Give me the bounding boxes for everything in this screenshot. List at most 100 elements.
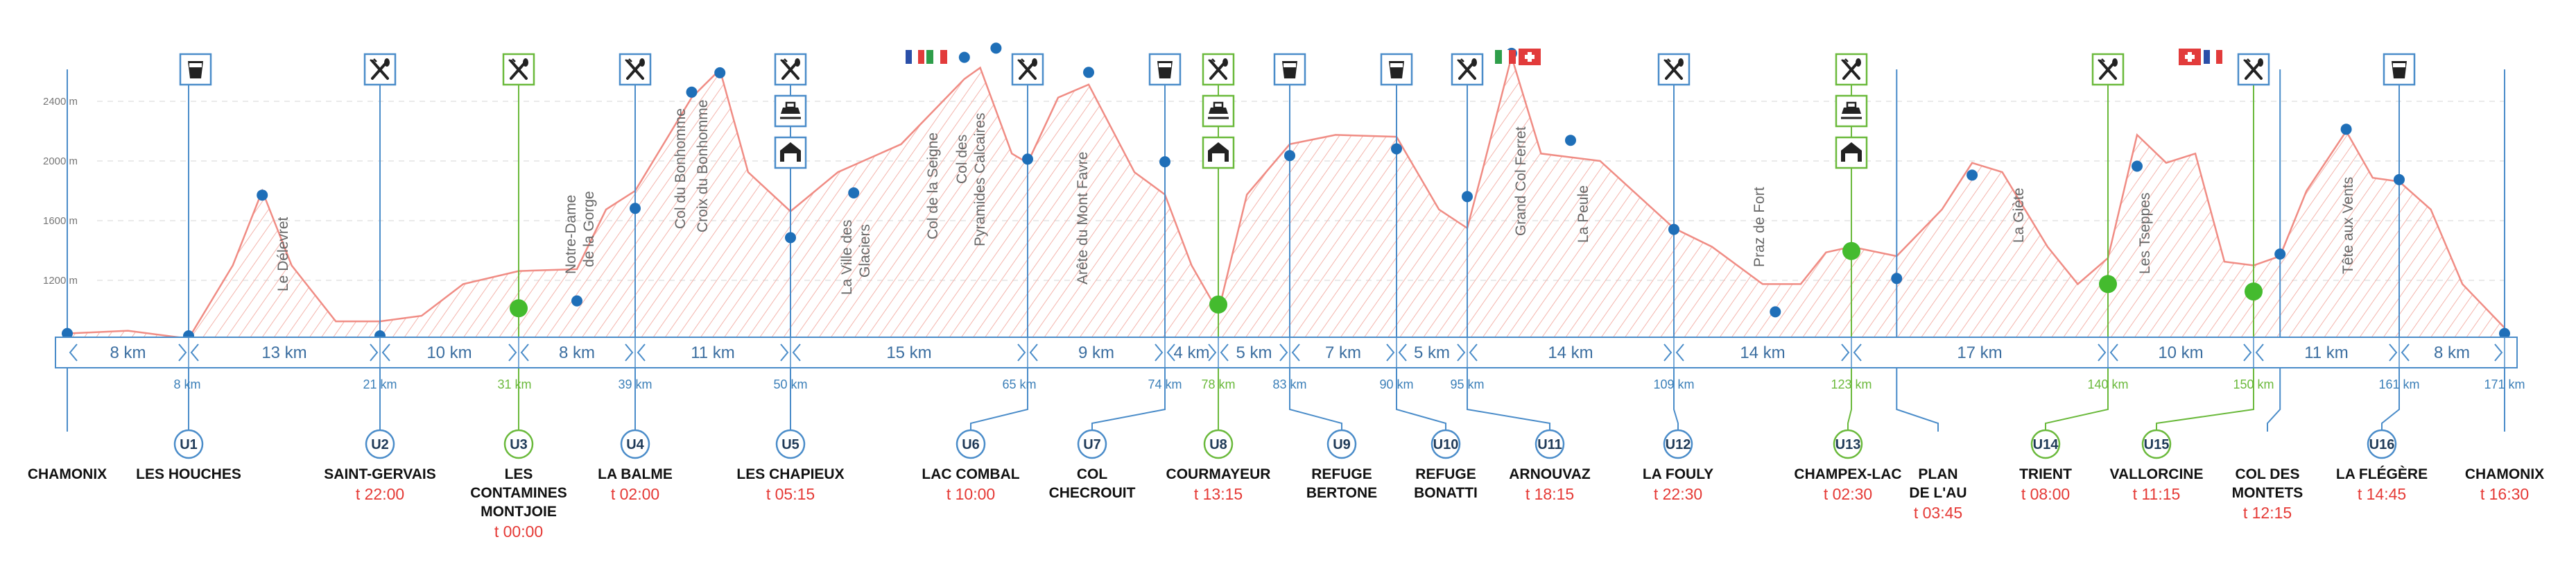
distance-segment: 9 km (1029, 337, 1166, 368)
station-badge (2030, 429, 2061, 459)
waypoint-marker (1159, 156, 1170, 168)
waypoint-marker (1391, 143, 1402, 155)
amenity-stack[interactable] (2383, 53, 2416, 86)
station-name: LES CHAPIEUX (736, 466, 844, 482)
amenity-stack[interactable] (1202, 53, 1235, 169)
segment-start-chevron (1469, 343, 1478, 362)
peak-label: Col des (954, 135, 970, 184)
station-name: COURMAYEUR (1166, 466, 1271, 482)
amenity-stack[interactable] (1657, 53, 1691, 86)
amenity-stack[interactable] (1011, 53, 1044, 86)
food-icon (619, 53, 652, 86)
peak-label: Glaciers (857, 224, 873, 278)
amenity-stack[interactable] (2091, 53, 2125, 86)
station-badge-label: U14 (2033, 437, 2059, 452)
station-name: CHECROUIT (1049, 485, 1136, 501)
station-badge (1203, 429, 1234, 459)
station-name: CHAMPEX-LAC (1794, 466, 1901, 482)
segment-distance-label: 9 km (1078, 343, 1114, 362)
waypoint-marker (2499, 328, 2510, 339)
waypoint-marker (958, 51, 970, 63)
station-name: LA FLÉGÈRE (2336, 466, 2428, 482)
amenity-stack[interactable] (2237, 53, 2270, 86)
italy-flag-icon (1495, 50, 1516, 64)
segment-distance-label: 7 km (1325, 343, 1361, 362)
amenity-stack[interactable] (1380, 53, 1413, 86)
distance-segment: 11 km (2255, 337, 2400, 368)
elevation-tick-label: 1200 m (43, 275, 78, 287)
amenity-stack[interactable] (619, 53, 652, 86)
station-name: MONTJOIE (481, 504, 557, 520)
segment-distance-label: 8 km (110, 343, 146, 362)
station-badge (365, 429, 395, 459)
amenity-stack[interactable] (363, 53, 397, 86)
station-badge (620, 429, 650, 459)
waypoint-marker (785, 232, 796, 244)
aid-station[interactable]: CHAMONIX (28, 466, 107, 482)
station-name: BONATTI (1414, 485, 1478, 501)
waypoint-marker (1083, 67, 1094, 78)
segment-start-chevron (1853, 343, 1862, 362)
segment-distance-label: 10 km (426, 343, 472, 362)
segment-end-chevron (508, 343, 517, 362)
amenity-stack[interactable] (774, 53, 807, 169)
amenity-stack[interactable] (1148, 53, 1182, 86)
amenity-stack[interactable] (502, 53, 535, 86)
station-name: TRIENT (2019, 466, 2072, 482)
elevation-profile-line (67, 53, 2505, 340)
bag-drop-icon (1202, 94, 1235, 128)
segment-distance-label: 5 km (1236, 343, 1272, 362)
peak-label: Pyramides Calcaires (972, 112, 988, 246)
elevation-tick-label: 2400 m (43, 96, 78, 108)
distance-segment: 5 km (1220, 337, 1290, 368)
km-mark-label: 8 km (173, 377, 200, 391)
waypoint-marker (2340, 124, 2352, 135)
waypoint-marker (1022, 153, 1033, 165)
bag-drop-icon (1835, 94, 1868, 128)
station-badge-label: U11 (1537, 437, 1562, 452)
amenity-stack[interactable] (1451, 53, 1484, 86)
waypoint-marker (1668, 223, 1679, 235)
amenity-stack[interactable] (1273, 53, 1306, 86)
segment-end-chevron (2494, 343, 2503, 362)
station-name: COL DES (2236, 466, 2300, 482)
station-badge (1663, 429, 1693, 459)
waypoint-marker (990, 42, 1002, 54)
station-leader-line (1673, 392, 1679, 432)
distance-segment: 14 km (1675, 337, 1852, 368)
peak-label: Les Tseppes (2137, 192, 2153, 274)
amenity-stack[interactable] (1835, 53, 1868, 169)
segment-start-chevron (520, 343, 529, 362)
station-name: ARNOUVAZ (1509, 466, 1591, 482)
segment-end-chevron (1017, 343, 1026, 362)
peak-label: La Giète (2011, 188, 2027, 243)
italy-flag-icon (926, 50, 947, 64)
station-name: SAINT-GERVAIS (324, 466, 435, 482)
station-time: t 02:30 (1824, 485, 1872, 503)
amenity-stack[interactable] (179, 53, 212, 86)
segment-distance-label: 17 km (1957, 343, 2002, 362)
shelter-icon (1202, 136, 1235, 169)
peak-label: Le Délevret (275, 216, 291, 291)
